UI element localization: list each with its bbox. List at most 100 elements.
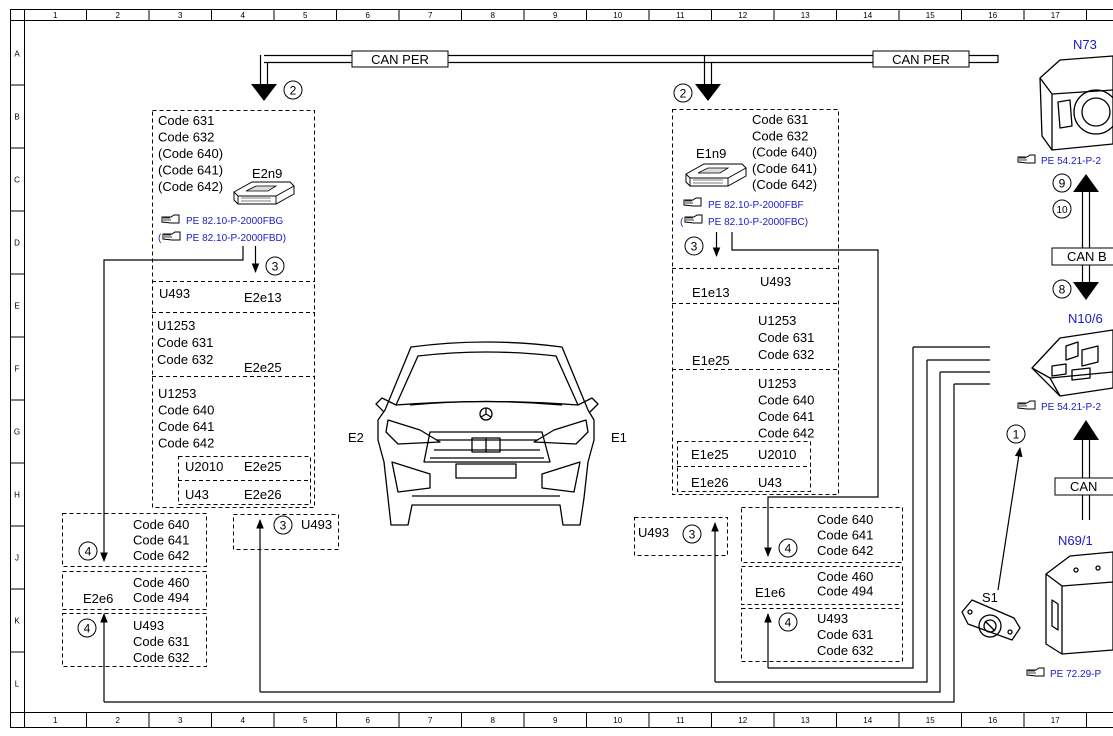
col-label-17: 17 — [1051, 11, 1060, 20]
right-j-code-0: Code 640 — [817, 512, 873, 527]
left-b2-line-1: Code 631 — [157, 335, 213, 350]
col-label-1: 1 — [53, 11, 58, 20]
row-label-C: C — [14, 176, 20, 185]
row-label-E: E — [14, 302, 19, 311]
col-label-bottom-2: 2 — [116, 716, 121, 725]
e2e25-label: E2e25 — [244, 360, 282, 375]
left-l-code-2: Code 632 — [133, 650, 189, 665]
right-l-code-0: U493 — [817, 611, 848, 626]
left-ref-2-prefix: ( — [158, 233, 162, 244]
col-label-bottom-12: 12 — [738, 716, 747, 725]
left-j-code-1: Code 641 — [133, 533, 189, 548]
n10-ref[interactable]: PE 54.21-P-2 — [1041, 402, 1101, 413]
marker-8: 8 — [1059, 283, 1066, 297]
row-label-G: G — [14, 428, 20, 437]
left-b2-line-2: Code 632 — [157, 352, 213, 367]
left-l-code-1: Code 631 — [133, 634, 189, 649]
col-label-15: 15 — [926, 11, 935, 20]
n10-label: N10/6 — [1068, 311, 1103, 326]
right-k-code-0: Code 460 — [817, 569, 873, 584]
can-b-label: CAN B — [1067, 249, 1107, 264]
right-b3-line-1: Code 640 — [758, 393, 814, 408]
right-b3-line-3: Code 642 — [758, 426, 814, 441]
row-label-F: F — [15, 365, 20, 374]
left-ref-1[interactable]: PE 82.10-P-2000FBG — [186, 216, 283, 227]
e2n9-label: E2n9 — [252, 166, 282, 181]
can-per-label-left: CAN PER — [371, 52, 429, 67]
col-label-bottom-4: 4 — [241, 716, 246, 725]
n73-ref[interactable]: PE 54.21-P-2 — [1041, 156, 1101, 167]
col-label-5: 5 — [303, 11, 308, 20]
col-label-7: 7 — [428, 11, 433, 20]
left-j-marker: 4 — [85, 545, 92, 559]
left-k-code-0: Code 460 — [133, 575, 189, 590]
right-inner-u2010: U2010 — [758, 447, 796, 462]
left-small-u493: U493 — [301, 517, 332, 532]
col-label-6: 6 — [366, 11, 371, 20]
row-label-H: H — [14, 491, 20, 500]
n69-ref[interactable]: PE 72.29-P — [1050, 669, 1101, 680]
right-j-marker: 4 — [785, 542, 792, 556]
left-inner-e2e26: E2e26 — [244, 487, 282, 502]
left-code-1: Code 632 — [158, 130, 214, 145]
right-j-code-1: Code 641 — [817, 528, 873, 543]
col-label-12: 12 — [738, 11, 747, 20]
right-code-1: Code 632 — [752, 128, 808, 143]
col-label-bottom-6: 6 — [366, 716, 371, 725]
left-k-code-1: Code 494 — [133, 590, 189, 605]
col-label-bottom-16: 16 — [988, 716, 997, 725]
left-code-4: (Code 642) — [158, 179, 223, 194]
right-small-u493: U493 — [638, 525, 669, 540]
e1e25-label: E1e25 — [692, 353, 730, 368]
e1e6-label: E1e6 — [755, 585, 785, 600]
e2e6-label: E2e6 — [83, 591, 113, 606]
left-l-marker: 4 — [84, 622, 91, 636]
e1n9-label: E1n9 — [696, 146, 726, 161]
return-wires — [104, 346, 990, 703]
right-u493-top: U493 — [760, 274, 791, 289]
left-code-2: (Code 640) — [158, 146, 223, 161]
left-j-code-0: Code 640 — [133, 517, 189, 532]
col-label-14: 14 — [863, 11, 872, 20]
right-k-code-1: Code 494 — [817, 584, 873, 599]
col-label-bottom-1: 1 — [53, 716, 58, 725]
right-inner-u43: U43 — [758, 475, 782, 490]
car-label-e1: E1 — [611, 430, 627, 445]
right-ref-2[interactable]: PE 82.10-P-2000FBC) — [708, 217, 808, 228]
s1-light-switch-icon — [961, 599, 1021, 641]
col-label-9: 9 — [553, 11, 558, 20]
col-label-bottom-13: 13 — [801, 716, 810, 725]
n10-sam-module-icon — [1031, 329, 1113, 397]
can-per-bus: CAN PER CAN PER 2 2 — [251, 50, 999, 103]
row-label-L: L — [15, 680, 20, 689]
right-j-code-2: Code 642 — [817, 543, 873, 558]
left-ref-2[interactable]: PE 82.10-P-2000FBD) — [186, 233, 286, 244]
right-b2-line-0: U1253 — [758, 313, 796, 328]
right-b2-line-2: Code 632 — [758, 347, 814, 362]
left-code-3: (Code 641) — [158, 163, 223, 178]
right-marker-2: 2 — [680, 87, 687, 101]
right-ref-1[interactable]: PE 82.10-P-2000FBF — [708, 200, 804, 211]
side-components: N73 PE 54.21-P-2 9 10 8 CAN B N10/6 — [961, 37, 1113, 680]
col-label-bottom-3: 3 — [178, 716, 183, 725]
right-code-4: (Code 642) — [752, 177, 817, 192]
right-l-code-1: Code 631 — [817, 627, 873, 642]
can-per-label-right: CAN PER — [892, 52, 950, 67]
left-marker-3: 3 — [272, 260, 279, 274]
right-inner-e1e26: E1e26 — [691, 475, 729, 490]
col-label-bottom-5: 5 — [303, 716, 308, 725]
e1n9-ecu-icon — [685, 163, 747, 187]
can-lower-label: CAN — [1070, 479, 1097, 494]
n73-label: N73 — [1073, 37, 1097, 52]
